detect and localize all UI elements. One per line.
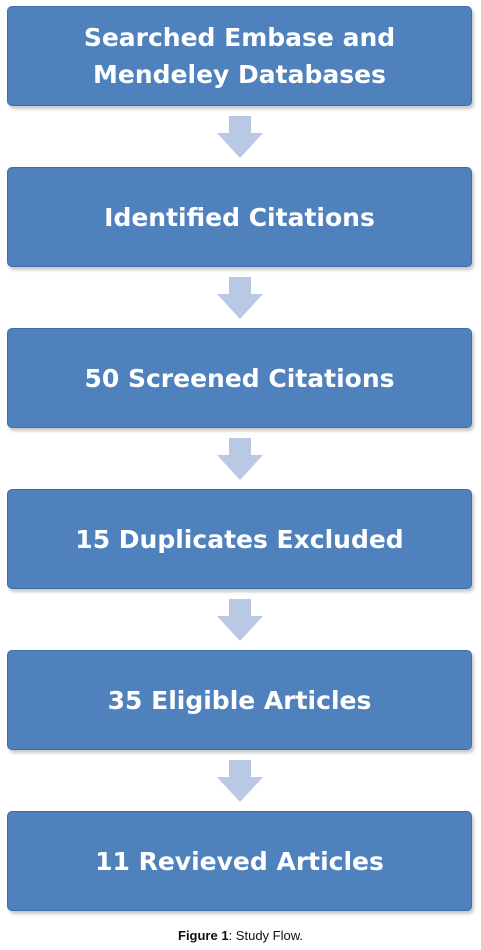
step-box-search: Searched Embase and Mendeley Databases — [7, 6, 472, 106]
down-arrow-icon — [217, 760, 263, 802]
step-box-eligible: 35 Eligible Articles — [7, 650, 472, 750]
figure-caption: Figure 1: Study Flow. — [0, 928, 481, 943]
step-box-screened: 50 Screened Citations — [7, 328, 472, 428]
step-label-search: Searched Embase and Mendeley Databases — [83, 23, 396, 89]
step-box-identified: Identified Citations — [7, 167, 472, 267]
step-label-identified: Identified Citations — [104, 202, 375, 232]
step-box-duplicates: 15 Duplicates Excluded — [7, 489, 472, 589]
step-label-eligible: 35 Eligible Articles — [107, 685, 372, 715]
down-arrow-icon — [217, 438, 263, 480]
down-arrow-icon — [217, 116, 263, 158]
step-label-reviewed: 11 Revieved Articles — [95, 846, 384, 876]
down-arrow-icon — [217, 599, 263, 641]
step-label-duplicates: 15 Duplicates Excluded — [75, 524, 404, 554]
step-label-screened: 50 Screened Citations — [84, 363, 395, 393]
step-box-reviewed: 11 Revieved Articles — [7, 811, 472, 911]
figure-caption-label: Figure 1 — [178, 928, 229, 943]
down-arrow-icon — [217, 277, 263, 319]
figure-caption-text: : Study Flow. — [228, 928, 303, 943]
